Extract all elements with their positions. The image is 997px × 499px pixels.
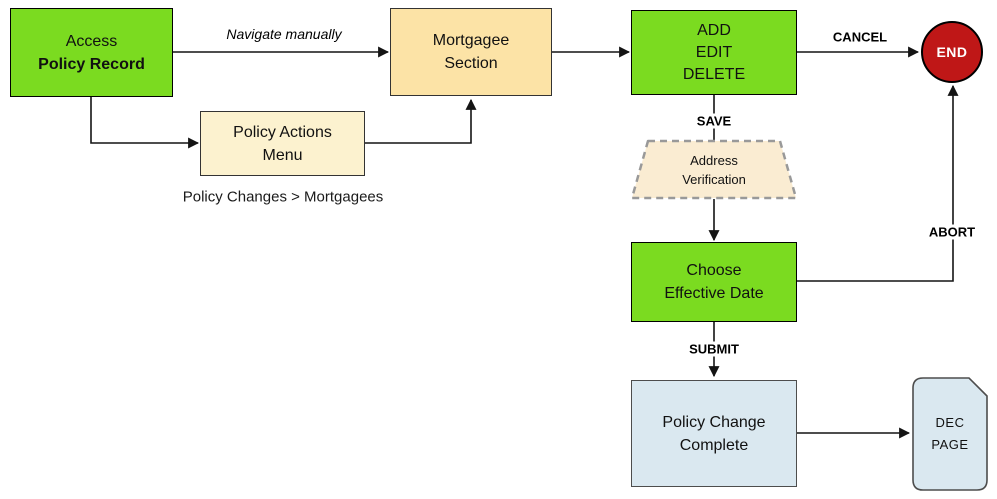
- node-dec-page[interactable]: DEC PAGE: [912, 377, 988, 491]
- node-add-edit-delete[interactable]: ADD EDIT DELETE: [631, 10, 797, 95]
- edge-label-cancel: CANCEL: [832, 29, 888, 45]
- node-label-line: EDIT: [695, 43, 733, 61]
- node-label-line: Mortgagee: [432, 32, 510, 49]
- node-policy-actions-menu[interactable]: Policy Actions Menu: [200, 111, 365, 176]
- node-label-line: DEC: [935, 415, 965, 430]
- card-shape: [912, 377, 988, 491]
- node-label-line: Address: [690, 153, 738, 168]
- node-label-line: DELETE: [682, 65, 746, 83]
- menu-path-note: Policy Changes > Mortgagees: [182, 188, 384, 206]
- node-label: Address Verification: [629, 139, 799, 201]
- node-mortgagee-section[interactable]: Mortgagee Section: [390, 8, 552, 96]
- node-choose-effective-date[interactable]: Choose Effective Date: [631, 242, 797, 322]
- node-label-line: Complete: [679, 436, 749, 454]
- edge-label-save: SAVE: [692, 113, 736, 129]
- node-label-line: Menu: [262, 146, 303, 164]
- node-label-line: Effective Date: [664, 285, 764, 302]
- edge-label-submit: SUBMIT: [685, 341, 743, 357]
- node-label-line: Policy Actions: [233, 123, 332, 141]
- node-end-terminator[interactable]: END: [921, 21, 983, 83]
- node-label-line: Section: [444, 55, 498, 72]
- node-label-line: Choose: [686, 262, 742, 279]
- node-label-line: Verification: [682, 172, 746, 187]
- edge-menu-to-mortgagee-section: [365, 98, 477, 144]
- node-label-line: ADD: [697, 21, 731, 39]
- edge-label-abort: ABORT: [924, 224, 980, 240]
- node-policy-change-complete[interactable]: Policy Change Complete: [631, 380, 797, 487]
- edge-abort-to-end: [797, 84, 959, 282]
- node-access-policy-record[interactable]: Access Policy Record: [10, 8, 173, 97]
- node-label-line: Policy Change: [662, 413, 766, 431]
- node-label: DEC PAGE: [912, 377, 988, 491]
- node-label-line: PAGE: [931, 437, 969, 452]
- edge-to-policy-actions-menu: [90, 97, 200, 149]
- trapezoid-shape: [630, 139, 798, 200]
- node-label-line: Access: [65, 32, 118, 50]
- node-label: END: [936, 44, 968, 60]
- node-address-verification[interactable]: Address Verification: [629, 139, 799, 201]
- node-label-line: Policy Record: [38, 55, 145, 73]
- edge-label-navigate-manually: Navigate manually: [226, 26, 342, 42]
